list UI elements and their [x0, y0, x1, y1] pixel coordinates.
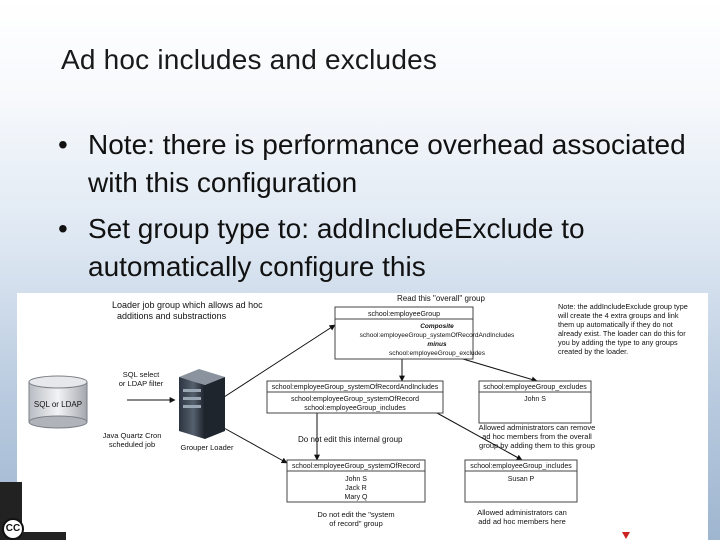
svg-text:created by the loader.: created by the loader.	[558, 347, 628, 356]
group-title: school:employeeGroup	[368, 311, 440, 318]
connector-sorinc-includes	[436, 412, 523, 461]
loader-caption: additions and substractions	[117, 311, 227, 321]
loader-label: Grouper Loader	[181, 443, 234, 452]
svg-text:Do not edit the "system: Do not edit the "system	[317, 510, 394, 519]
svg-text:already exist. The loader can: already exist. The loader can do this fo…	[558, 329, 686, 338]
group-title: school:employeeGroup_excludes	[483, 384, 587, 391]
svg-text:will create the 4 extra groups: will create the 4 extra groups and link	[557, 311, 679, 320]
connector-loader-overall	[220, 324, 336, 400]
overall-group-box: school:employeeGroup Composite school:em…	[334, 306, 515, 360]
do-not-edit-internal: Do not edit this internal group	[298, 435, 403, 444]
group-title: school:employeeGroup_systemOfRecordAndIn…	[272, 384, 439, 391]
svg-text:Allowed administrators can rem: Allowed administrators can remove	[479, 423, 596, 432]
note-text: Note: the addIncludeExclude group type w…	[557, 302, 688, 356]
bullet-glyph: •	[58, 129, 68, 160]
svg-text:of record" group: of record" group	[329, 519, 383, 528]
svg-text:them up automatically if they: them up automatically if they do not	[558, 320, 673, 329]
member: John S	[345, 476, 367, 483]
cron-label: scheduled job	[109, 440, 155, 449]
db-label: SQL or LDAP	[34, 400, 82, 409]
admins-add-text: Allowed administrators can add ad hoc me…	[477, 508, 567, 526]
bullet-text: Note: there is performance overhead asso…	[88, 129, 686, 198]
sor-box: school:employeeGroup_systemOfRecord John…	[286, 459, 426, 503]
member: John S	[524, 396, 546, 403]
group-title: school:employeeGroup_systemOfRecord	[292, 463, 420, 470]
svg-text:Note: the addIncludeExclude gr: Note: the addIncludeExclude group type	[558, 302, 688, 311]
bullet-list: • Note: there is performance overhead ass…	[58, 126, 698, 294]
slide-title: Ad hoc includes and excludes	[61, 44, 438, 75]
bullet-item: • Note: there is performance overhead ass…	[58, 126, 698, 202]
member: school:employeeGroup_systemOfRecord	[291, 396, 419, 403]
connector-loader-sor	[223, 427, 288, 464]
composite-label: Composite	[420, 323, 454, 330]
cron-label: Java Quartz Cron	[103, 431, 162, 440]
svg-text:ad hoc members from the overal: ad hoc members from the overall	[482, 432, 592, 441]
group-title: school:employeeGroup_includes	[470, 463, 572, 470]
bullet-text: Set group type to: addIncludeExclude to …	[88, 213, 585, 282]
connector-overall-excludes	[462, 358, 538, 383]
composite-right: school:employeeGroup_excludes	[389, 350, 486, 357]
read-overall-label: Read this "overall" group	[397, 294, 486, 303]
excludes-box: school:employeeGroup_excludes John S	[478, 380, 592, 424]
member: Susan P	[508, 476, 535, 483]
database-icon	[28, 375, 88, 429]
server-icon	[179, 369, 225, 439]
member: Mary Q	[345, 494, 369, 501]
query-label: SQL select	[123, 370, 160, 379]
composite-op: minus	[427, 341, 447, 348]
svg-text:group by adding them to this g: group by adding them to this group	[479, 441, 595, 450]
bullet-glyph: •	[58, 213, 68, 244]
composite-left: school:employeeGroup_systemOfRecordAndIn…	[360, 332, 515, 339]
svg-text:you by adding the type to any: you by adding the type to any groups	[558, 338, 678, 347]
bullet-item: • Set group type to: addIncludeExclude to…	[58, 210, 698, 286]
svg-text:Allowed administrators can: Allowed administrators can	[477, 508, 567, 517]
includes-box: school:employeeGroup_includes Susan P	[464, 459, 578, 503]
query-label: or LDAP filter	[119, 379, 164, 388]
creative-commons-icon: CC	[2, 518, 24, 540]
loader-caption: Loader job group which allows ad hoc	[112, 300, 263, 310]
svg-text:add ad hoc members here: add ad hoc members here	[478, 517, 566, 526]
sor-and-includes-box: school:employeeGroup_systemOfRecordAndIn…	[266, 380, 444, 414]
admins-remove-text: Allowed administrators can remove ad hoc…	[479, 423, 596, 450]
do-not-edit-sor-text: Do not edit the "system of record" group	[317, 510, 394, 528]
triangle-marker-icon	[622, 532, 630, 539]
license-strip	[22, 532, 66, 540]
member: Jack R	[345, 485, 366, 492]
loader-diagram: SQL or LDAP SQL select or LDAP filter Ja…	[17, 293, 708, 540]
member: school:employeeGroup_includes	[304, 405, 406, 412]
